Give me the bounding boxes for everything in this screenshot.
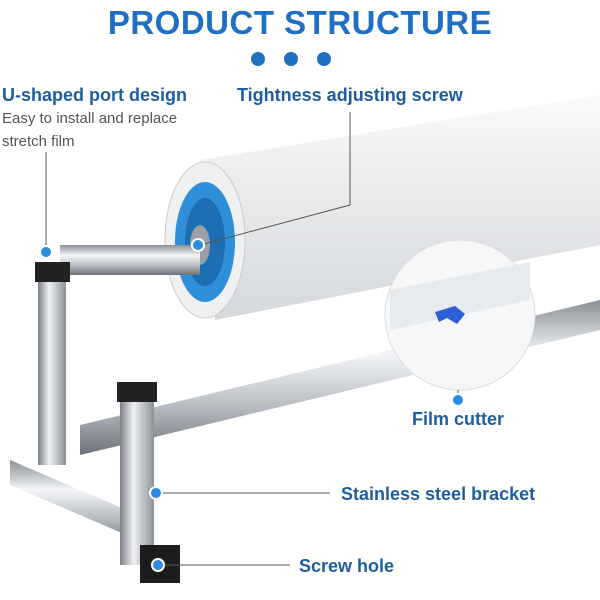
right-bracket — [117, 382, 180, 583]
title-dots — [251, 52, 331, 66]
dot — [317, 52, 331, 66]
screw-hole-label: Screw hole — [299, 556, 395, 576]
u-port-label: U-shaped port design — [2, 85, 188, 105]
top-rod — [60, 245, 200, 275]
leader-lines — [45, 112, 459, 566]
left-bracket — [10, 262, 150, 545]
stretch-film-roll — [164, 95, 600, 320]
cutter-label: Film cutter — [412, 409, 505, 429]
film-cutter-zoom — [384, 239, 536, 391]
screw-label: Tightness adjusting screw — [237, 85, 463, 105]
dot — [284, 52, 298, 66]
callout-dots — [39, 238, 465, 572]
u-port-desc-1: Easy to install and replace — [2, 110, 178, 127]
page-title: PRODUCT STRUCTURE — [107, 4, 493, 41]
u-port-desc-2: stretch film — [2, 133, 75, 150]
bracket-label: Stainless steel bracket — [341, 484, 536, 504]
dot — [251, 52, 265, 66]
